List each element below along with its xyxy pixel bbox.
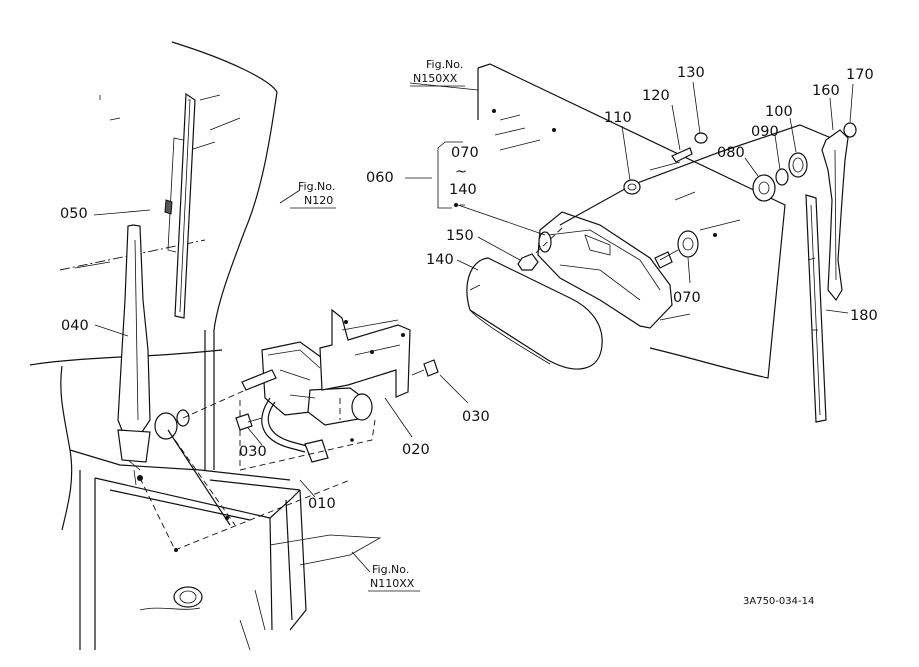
- label-130: 130: [677, 65, 705, 81]
- fig-ref-n150-label: Fig.No.: [426, 58, 463, 71]
- fig-ref-n120-label: Fig.No.: [298, 180, 335, 193]
- fig-ref-n150-number: N150XX: [413, 72, 458, 85]
- wiper-motor-010: [239, 341, 376, 471]
- label-060: 060: [366, 170, 394, 186]
- rear-wiper-motor: [537, 211, 673, 329]
- label-110: 110: [604, 110, 632, 126]
- label-180: 180: [850, 308, 878, 324]
- fig-ref-n110-label: Fig.No.: [372, 563, 409, 576]
- mounting-reference-lines: [137, 429, 351, 552]
- arm-pivot-nut: [154, 387, 251, 440]
- fig-ref-n120-number: N120: [304, 194, 333, 207]
- label-050: 050: [60, 206, 88, 222]
- rear-wiper-blade-180: [805, 194, 827, 423]
- label-040: 040: [61, 318, 89, 334]
- range-marker-dot: [454, 203, 458, 207]
- label-020: 020: [402, 442, 430, 458]
- fig-ref-n110-number: N110XX: [370, 577, 415, 590]
- leader-lines: [93, 81, 854, 573]
- bracket-020: [319, 308, 411, 398]
- label-140: 140: [426, 252, 454, 268]
- wiper-arm-040: [117, 224, 151, 486]
- label-070-range-bottom: 140: [449, 182, 477, 198]
- nut-150: [517, 253, 539, 271]
- motor-cover-140: [466, 257, 603, 370]
- label-100: 100: [765, 104, 793, 120]
- rear-shaft-parts: [457, 122, 857, 269]
- drawing-code: 3A750-034-14: [743, 596, 814, 607]
- label-160: 160: [812, 83, 840, 99]
- part-labels: 050 040 030 030 020 010 060 070 ~ 140 15…: [60, 65, 878, 512]
- label-170: 170: [846, 67, 874, 83]
- wiper-blade-050: [164, 92, 196, 319]
- label-090: 090: [751, 124, 779, 140]
- bolt-030: [235, 359, 439, 431]
- label-120: 120: [642, 88, 670, 104]
- label-080: 080: [717, 145, 745, 161]
- label-070-range-tilde: ~: [455, 164, 467, 180]
- label-010: 010: [308, 496, 336, 512]
- label-030-bottom: 030: [239, 444, 267, 460]
- figure-references: Fig.No. N150XX Fig.No. N120 Fig.No. N110…: [290, 58, 465, 592]
- label-070-range-top: 070: [451, 145, 479, 161]
- label-070: 070: [673, 290, 701, 306]
- rear-wiper-arm-160: [821, 129, 849, 302]
- rear-window-panel: [477, 63, 786, 379]
- label-150: 150: [446, 228, 474, 244]
- label-030-right: 030: [462, 409, 490, 425]
